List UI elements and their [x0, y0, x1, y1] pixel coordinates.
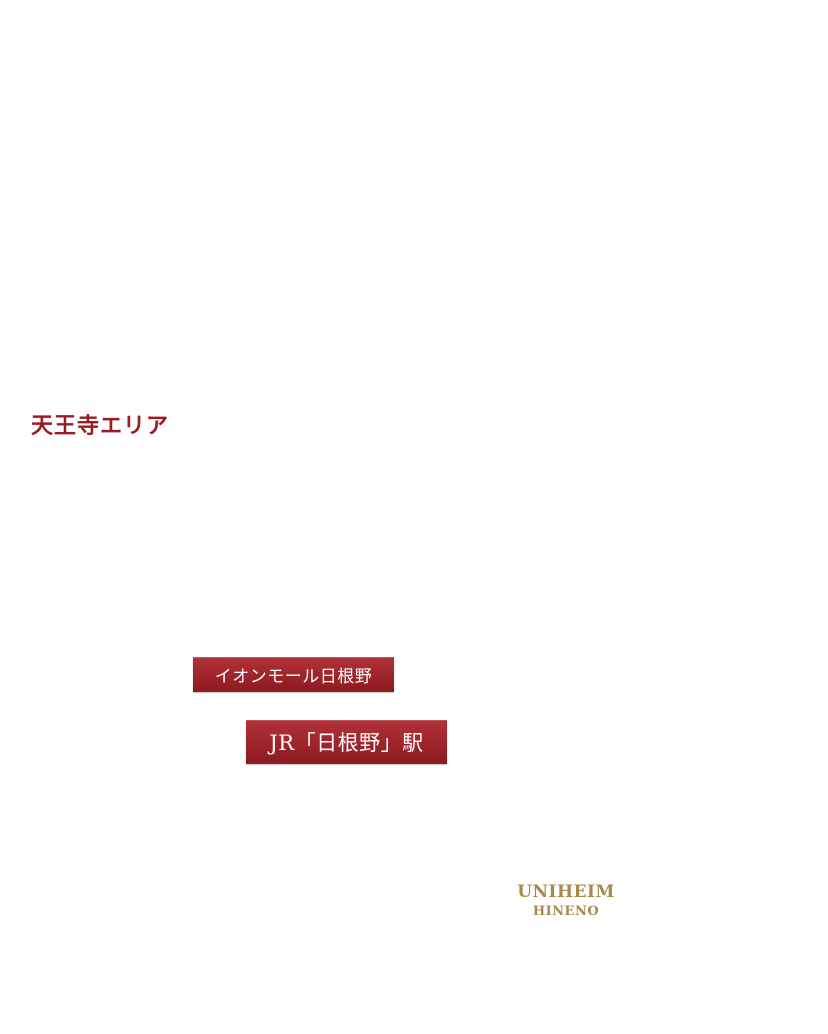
- logo-line-2: HINENO: [532, 904, 600, 919]
- uniheim-hineno-logo: UNIHEIM HINENO: [511, 882, 621, 919]
- logo-line-1: UNIHEIM: [517, 882, 615, 902]
- landmark-tag-aeon-mall: イオンモール日根野: [193, 657, 394, 692]
- landmark-tag-station: JR「日根野」駅: [246, 720, 447, 764]
- area-label-tennoji: 天王寺エリア: [31, 413, 170, 439]
